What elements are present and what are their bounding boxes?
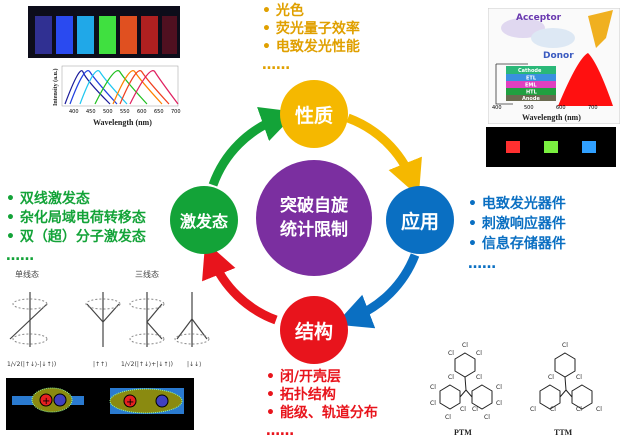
chlorine-atom: Cl xyxy=(484,414,490,421)
oled-xlabel: Wavelength (nm) xyxy=(522,113,581,122)
chlorine-atom: Cl xyxy=(476,374,482,381)
oled-device-figure: Acceptor Donor Cathode ETL EML HTL Anode… xyxy=(488,8,620,124)
oled-tick: 700 xyxy=(588,105,598,111)
properties-list: 光色 荧光量子效率 电致发光性能 …… xyxy=(262,2,360,74)
center-line1: 突破自旋 xyxy=(280,196,348,216)
oled-tick: 600 xyxy=(556,105,566,111)
donor-label: Donor xyxy=(543,51,574,61)
spectrum-tick: 650 xyxy=(154,109,164,115)
svg-text:+: + xyxy=(42,396,50,407)
list-item: 双（超）分子激发态 xyxy=(6,228,146,247)
node-applications-label: 应用 xyxy=(400,210,439,233)
spectrum-ylabel: Intensity (a.u.) xyxy=(52,68,59,106)
spectrum-tick: 550 xyxy=(120,109,130,115)
ellipsis: …… xyxy=(266,423,294,439)
oled-tick: 400 xyxy=(492,105,502,111)
spectrum-xlabel: Wavelength (nm) xyxy=(93,118,152,127)
chlorine-atom: Cl xyxy=(445,414,451,421)
chlorine-atom: Cl xyxy=(462,342,468,349)
svg-text:HTL: HTL xyxy=(526,90,538,96)
singlet-label: 单线态 xyxy=(15,269,39,279)
chlorine-atom: Cl xyxy=(448,350,454,357)
spectrum-tick: 600 xyxy=(137,109,147,115)
el-spectrum xyxy=(558,53,613,106)
oled-tick: 500 xyxy=(524,105,534,111)
triplet-label: 三线态 xyxy=(135,269,159,279)
chlorine-atom: Cl xyxy=(496,400,502,407)
applications-list: 电致发光器件 刺激响应器件 信息存储器件 …… xyxy=(468,194,566,274)
list-item: 拓扑结构 xyxy=(266,386,378,404)
node-structure-label: 结构 xyxy=(294,320,333,343)
spectrum-curves xyxy=(64,70,179,105)
arrow-green xyxy=(208,107,297,187)
chlorine-atom: Cl xyxy=(460,406,466,413)
list-item: 闭/开壳层 xyxy=(266,368,378,386)
device-stack: Cathode ETL EML HTL Anode xyxy=(506,66,556,102)
emission-spectrum-figure: Intensity (a.u.) 400 450 500 550 600 650 700 W… xyxy=(28,6,181,127)
spin-states-diagram: 单线态 三线态 1/√2(|↑↓⟩-|↓↑⟩) |↑↑⟩ 1/√2(|↑↓⟩+|… xyxy=(7,269,210,368)
svg-text:Cathode: Cathode xyxy=(518,68,542,74)
node-structure: 结构 xyxy=(280,296,348,364)
chlorine-atom: Cl xyxy=(430,384,436,391)
arrow-red xyxy=(202,241,278,325)
chlorine-atom: Cl xyxy=(562,342,568,349)
excited-states-list: 双线激发态 杂化局域电荷转移态 双（超）分子激发态 …… xyxy=(6,190,146,266)
chlorine-atom: Cl xyxy=(530,406,536,413)
chlorine-atom: Cl xyxy=(550,406,556,413)
svg-text:+: + xyxy=(126,397,134,408)
arrow-blue xyxy=(335,253,420,329)
spin-state-label: |↑↑⟩ xyxy=(93,361,107,368)
spin-state-label: 1/√2(|↑↓⟩-|↓↑⟩) xyxy=(7,361,56,368)
acceptor-label: Acceptor xyxy=(516,13,562,23)
ttm-label: TTM xyxy=(554,428,573,437)
chlorine-atom: Cl xyxy=(596,406,602,413)
butterfly-icon xyxy=(588,10,613,48)
spectrum-tick: 500 xyxy=(103,109,113,115)
node-properties-label: 性质 xyxy=(294,104,333,127)
chlorine-atom: Cl xyxy=(548,374,554,381)
structure-list: 闭/开壳层 拓扑结构 能级、轨道分布 …… xyxy=(266,368,378,440)
exciton-figure: + + xyxy=(6,378,194,430)
list-item: 刺激响应器件 xyxy=(468,214,566,234)
list-item: 电致发光性能 xyxy=(262,38,360,56)
chlorine-atom: Cl xyxy=(576,406,582,413)
list-item: 信息存储器件 xyxy=(468,234,566,254)
spin-state-label: |↓↓⟩ xyxy=(187,361,201,368)
chlorine-atom: Cl xyxy=(476,350,482,357)
spectrum-tick: 700 xyxy=(171,109,181,115)
chlorine-atom: Cl xyxy=(496,384,502,391)
chlorine-atom: Cl xyxy=(576,374,582,381)
arrow-yellow xyxy=(346,113,422,197)
node-excited-state-label: 激发态 xyxy=(179,212,228,231)
led-devices-photo xyxy=(486,127,616,167)
list-item: 电致发光器件 xyxy=(468,194,566,214)
ellipsis: …… xyxy=(468,256,496,272)
vials xyxy=(35,16,177,54)
chlorine-atom: Cl xyxy=(430,400,436,407)
center-circle: 突破自旋 统计限制 xyxy=(256,160,372,276)
spectrum-tick: 400 xyxy=(69,109,79,115)
list-item: 荧光量子效率 xyxy=(262,20,360,38)
svg-text:ETL: ETL xyxy=(526,76,537,82)
ellipsis: …… xyxy=(262,57,290,73)
list-item: 双线激发态 xyxy=(6,190,146,209)
center-line2: 统计限制 xyxy=(280,220,348,240)
node-applications: 应用 xyxy=(386,186,454,254)
node-excited-state: 激发态 xyxy=(170,186,238,254)
spectrum-tick: 450 xyxy=(86,109,96,115)
ptm-label: PTM xyxy=(454,428,472,437)
spin-state-label: 1/√2(|↑↓⟩+|↓↑⟩) xyxy=(121,361,173,368)
node-properties: 性质 xyxy=(280,80,348,148)
chlorine-atom: Cl xyxy=(472,406,478,413)
list-item: 光色 xyxy=(262,2,360,20)
svg-text:EML: EML xyxy=(525,83,537,89)
list-item: 杂化局域电荷转移态 xyxy=(6,209,146,228)
chlorine-atom: Cl xyxy=(448,374,454,381)
ellipsis: …… xyxy=(6,248,34,264)
list-item: 能级、轨道分布 xyxy=(266,404,378,422)
svg-text:Anode: Anode xyxy=(522,96,540,102)
